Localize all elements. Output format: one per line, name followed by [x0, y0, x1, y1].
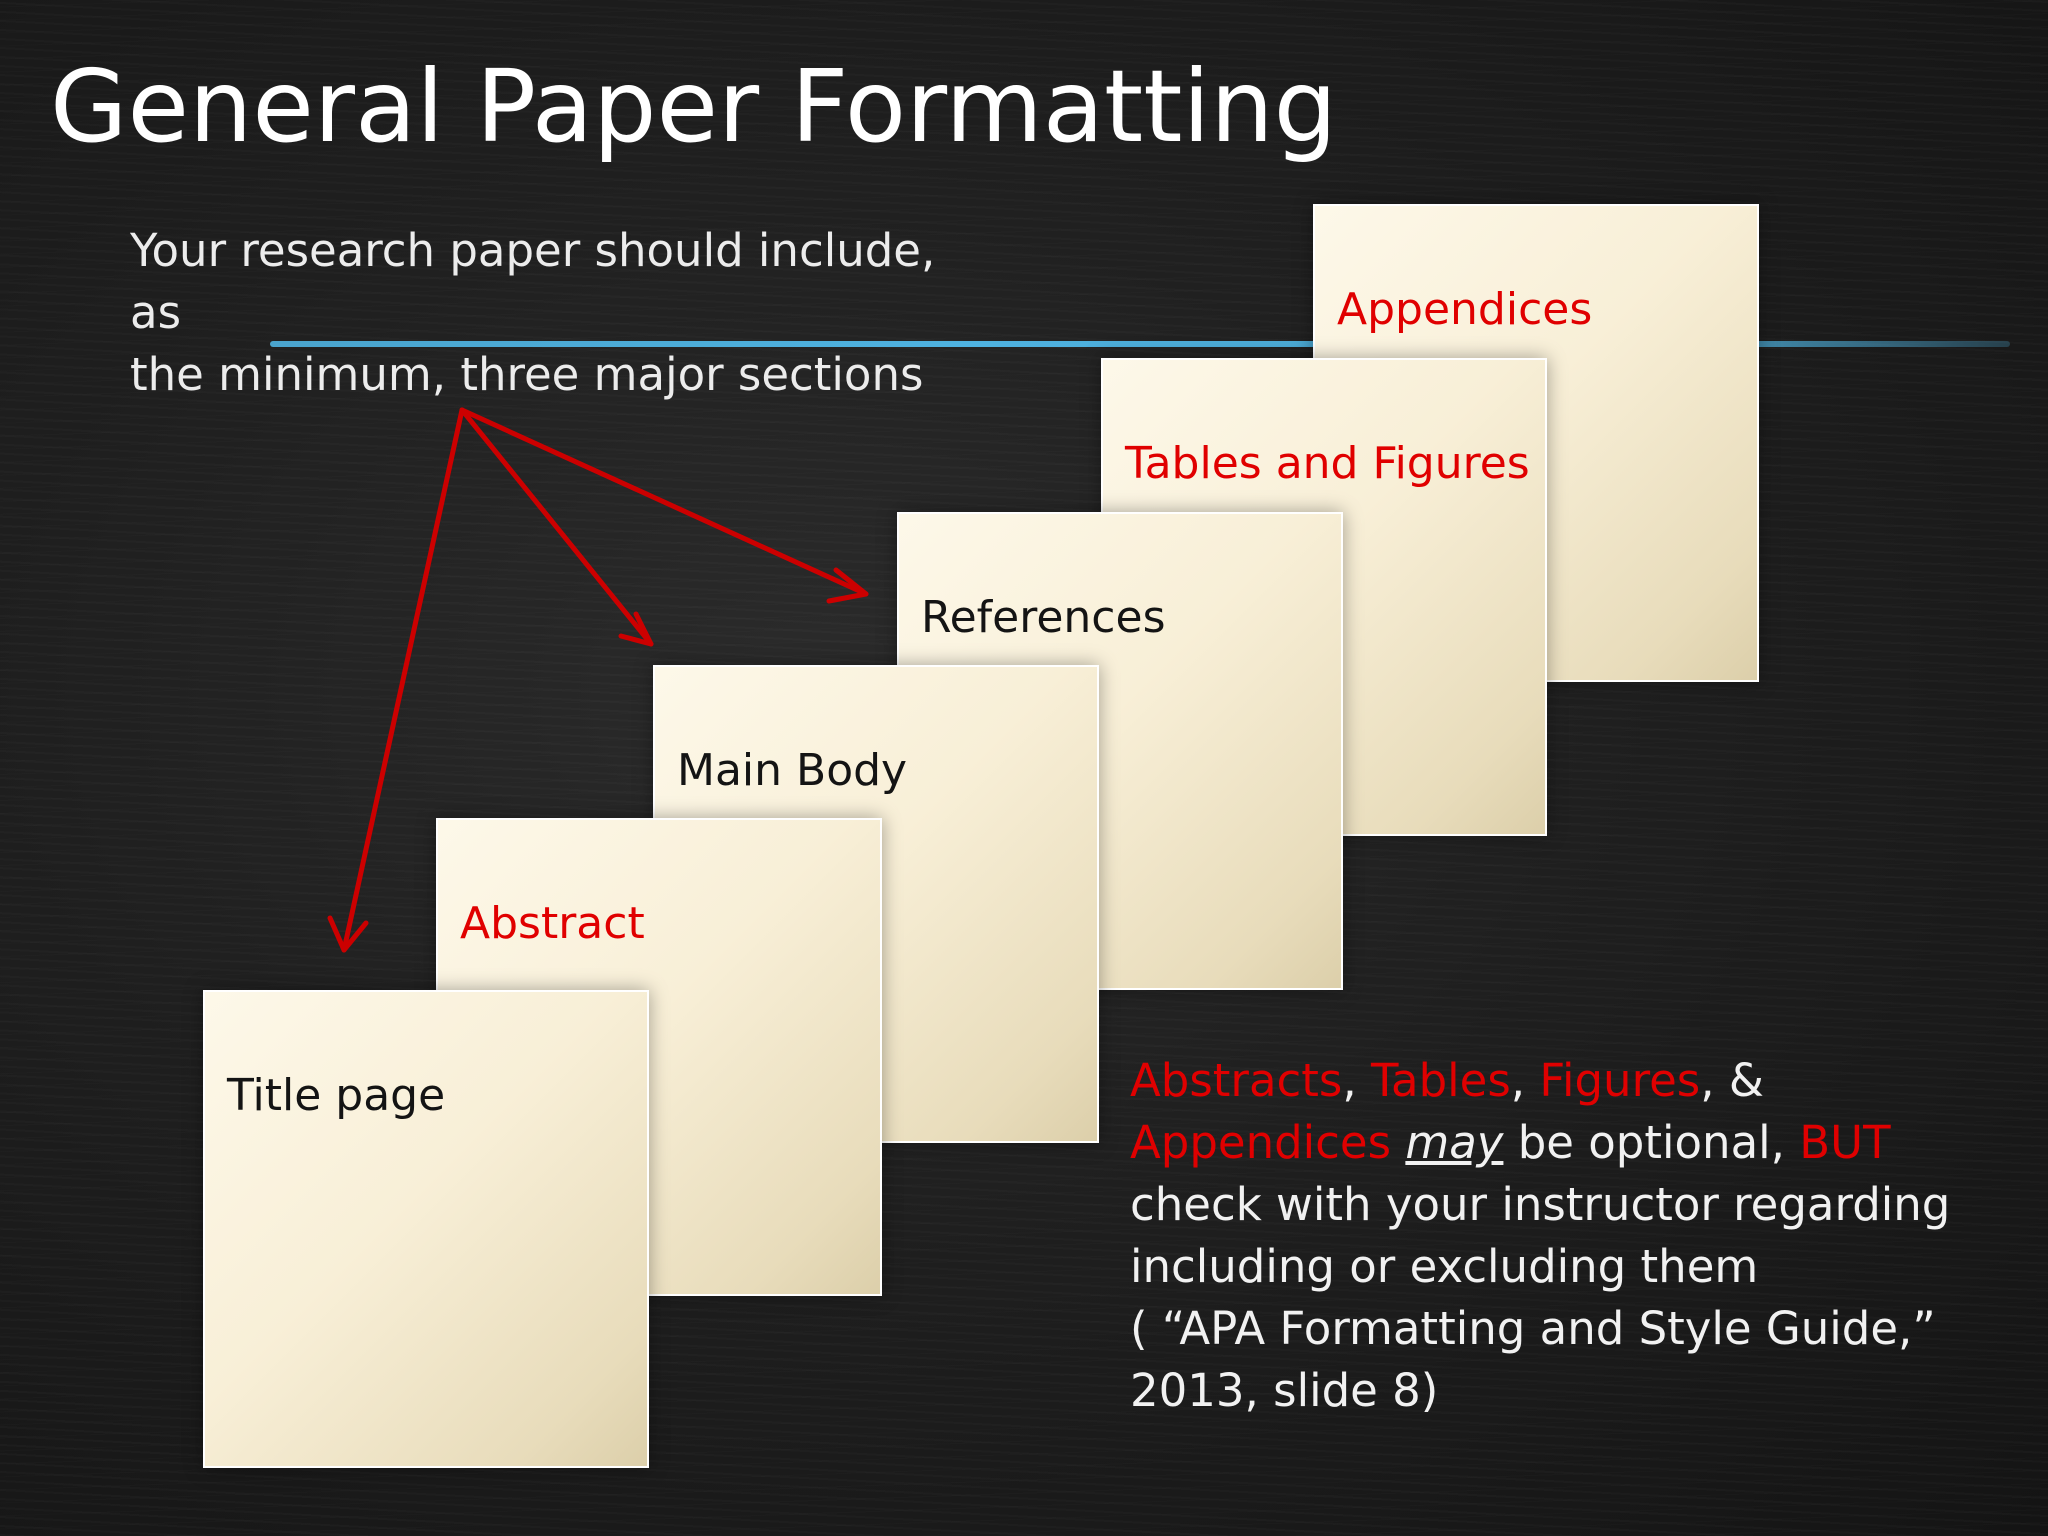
card-abstract-label: Abstract	[460, 898, 645, 949]
arrowhead-references	[826, 567, 869, 604]
subtitle-line-1: Your research paper should include, as	[130, 224, 936, 339]
slide-title: General Paper Formatting	[50, 48, 1338, 165]
note-citation: ( “APA Formatting and Style Guide,”	[1130, 1302, 1936, 1355]
arrowhead-title-page	[327, 915, 369, 953]
card-tables-figures-label: Tables and Figures	[1125, 438, 1530, 489]
note-sep-3: , &	[1700, 1054, 1764, 1107]
arrowhead-main-body	[618, 611, 654, 647]
note-optional-text: be optional,	[1503, 1116, 1800, 1169]
card-appendices-label: Appendices	[1337, 284, 1593, 335]
note-sep-2: ,	[1510, 1054, 1540, 1107]
note-may: may	[1405, 1116, 1504, 1169]
card-title-page: Title page	[203, 990, 649, 1468]
note-sep-1: ,	[1342, 1054, 1371, 1107]
subtitle-line-2: the minimum, three major sections	[130, 348, 924, 401]
arrow-to-main-body	[459, 407, 654, 647]
card-title-page-label: Title page	[227, 1070, 446, 1121]
note-appendices: Appendices	[1130, 1116, 1392, 1169]
slide-subtitle: Your research paper should include, as t…	[130, 220, 990, 406]
note-tables: Tables	[1370, 1054, 1511, 1107]
card-main-body-label: Main Body	[677, 745, 908, 796]
note-figures: Figures	[1539, 1054, 1701, 1107]
note-citation-year: 2013, slide 8)	[1130, 1364, 1439, 1417]
note-but: BUT	[1799, 1116, 1891, 1169]
blue-divider-line	[270, 341, 2010, 347]
arrow-to-references	[459, 407, 869, 597]
optional-sections-note: Abstracts, Tables, Figures, & Appendices…	[1130, 1050, 1970, 1422]
note-line-4: including or excluding them	[1130, 1240, 1759, 1293]
note-abstracts: Abstracts	[1130, 1054, 1343, 1107]
card-references-label: References	[921, 592, 1166, 643]
note-line-3: check with your instructor regarding	[1130, 1178, 1951, 1231]
